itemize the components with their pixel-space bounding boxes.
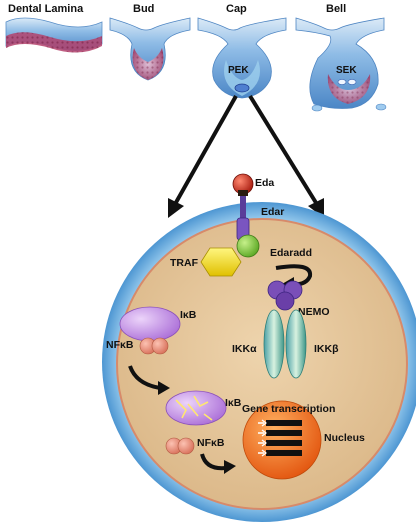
ikb-bottom-label: IκB — [225, 397, 242, 409]
traf-label: TRAF — [170, 257, 199, 269]
degradation-arrow — [128, 365, 161, 390]
edaradd-protein — [236, 234, 260, 258]
stage-label-bell: Bell — [326, 3, 346, 15]
nfkb-top-label: NFκB — [106, 339, 134, 351]
eda-label: Eda — [255, 177, 274, 189]
nfkb-to-nucleus-arrow — [200, 453, 227, 471]
bell-stage — [295, 17, 387, 112]
dental-lamina-stage — [5, 17, 103, 53]
traf-protein — [200, 247, 242, 277]
nucleus-label: Nucleus — [324, 432, 365, 444]
ikk-beta-label: IKKβ — [314, 343, 339, 355]
ikb-protein-degraded — [165, 390, 227, 426]
ikk-beta-subunit — [285, 309, 307, 379]
zoom-arrow-left — [172, 95, 238, 207]
degradation-arrow-head — [158, 381, 170, 395]
nfkb-protein-bottom-2 — [177, 437, 195, 455]
cytoplasm — [116, 218, 408, 510]
zoom-arrow-right — [248, 94, 320, 208]
zoom-arrow-left-head — [168, 198, 184, 218]
stage-label-bud: Bud — [133, 3, 154, 15]
cap-stage — [197, 17, 287, 99]
nemo-protein — [267, 280, 303, 311]
stage-label-dental-lamina: Dental Lamina — [8, 3, 84, 15]
ikk-alpha-subunit — [263, 309, 285, 379]
bud-stage — [109, 17, 191, 81]
ikb-top-label: IκB — [180, 309, 197, 321]
pek-label: PEK — [228, 65, 249, 76]
edaradd-label: Edaradd — [270, 247, 312, 259]
sek-label: SEK — [336, 65, 357, 76]
nfkb-to-nucleus-arrow-head — [224, 460, 236, 474]
ikb-protein-top — [119, 306, 181, 342]
edar-receptor-stalk — [240, 186, 246, 226]
nemo-label: NEMO — [298, 306, 330, 318]
nfkb-protein-top-2 — [151, 337, 169, 355]
edar-label: Edar — [261, 206, 284, 218]
eda-ligand-base — [238, 190, 248, 196]
ikk-alpha-label: IKKα — [232, 343, 257, 355]
stage-label-cap: Cap — [226, 3, 247, 15]
gene-transcription-label: Gene transcription — [242, 403, 335, 415]
nfkb-bottom-label: NFκB — [197, 437, 225, 449]
dna-gene-icon — [258, 419, 302, 457]
